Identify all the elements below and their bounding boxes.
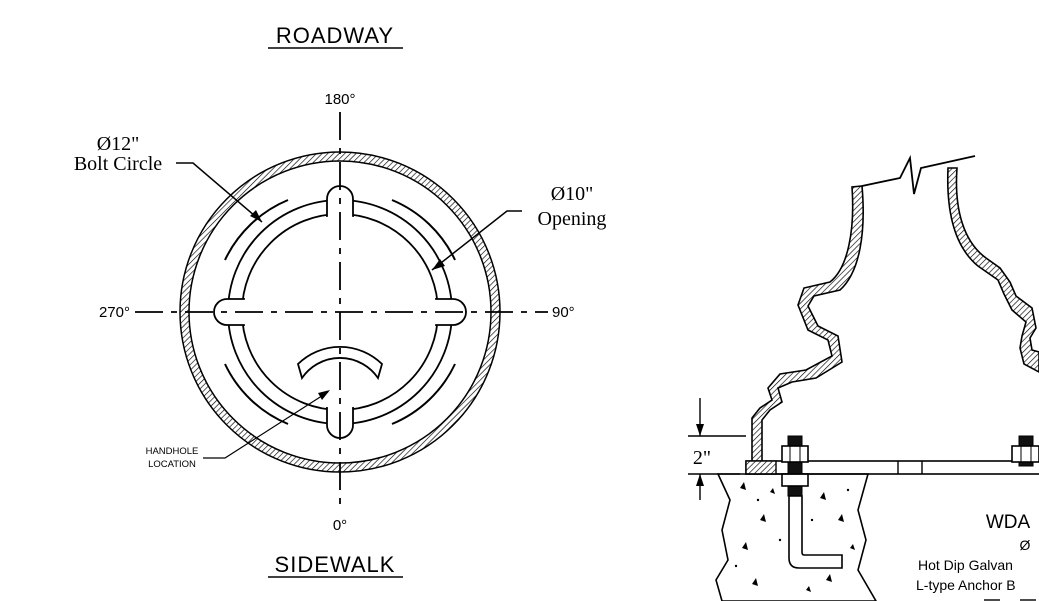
concrete-foundation <box>715 473 877 601</box>
bolt-circle-leader <box>176 162 263 223</box>
plan-view: ROADWAY SIDEWALK <box>74 23 607 578</box>
note-title: WDA <box>986 512 1031 533</box>
handhole-label-line2: LOCATION <box>148 459 196 470</box>
pole-base-right-wall <box>946 167 1039 373</box>
note-line2: Hot Dip Galvan <box>918 557 1013 573</box>
handhole-arrowhead <box>318 390 330 400</box>
opening-arrowhead <box>432 259 445 270</box>
handhole-label-line1: HANDHOLE <box>146 446 199 457</box>
opening-diameter: Ø10" <box>551 183 594 205</box>
break-line <box>861 154 976 195</box>
angle-180-label: 180° <box>324 91 355 108</box>
dimension-2in-label: 2" <box>693 447 711 469</box>
pole-base-left-wall <box>751 185 864 463</box>
angle-0-label: 0° <box>333 517 347 534</box>
sidewalk-label: SIDEWALK <box>275 552 396 577</box>
roadway-label: ROADWAY <box>276 23 394 48</box>
note-line1: Ø <box>1020 537 1031 553</box>
bolt-circle-text: Bolt Circle <box>74 153 162 175</box>
opening-leader <box>431 210 522 271</box>
anchor-bolt-left <box>781 435 843 569</box>
anchor-bolt-right <box>1011 435 1039 467</box>
note-line3: L-type Anchor B <box>916 577 1016 593</box>
elevation-view: 2" WDA Ø Hot Dip Galvan L-type Anchor B <box>688 154 1039 601</box>
angle-90-label: 90° <box>552 304 575 321</box>
concrete-speckle <box>734 482 855 592</box>
opening-text: Opening <box>538 208 607 230</box>
bolt-circle <box>224 199 456 425</box>
base-plate-hatch <box>745 460 777 475</box>
angle-270-label: 270° <box>99 304 130 321</box>
bolt-circle-arrowhead <box>250 210 262 222</box>
handhole-shape <box>296 346 384 381</box>
handhole-leader <box>203 391 329 459</box>
center-lines <box>135 112 548 512</box>
bolt-circle-diameter: Ø12" <box>97 133 140 155</box>
